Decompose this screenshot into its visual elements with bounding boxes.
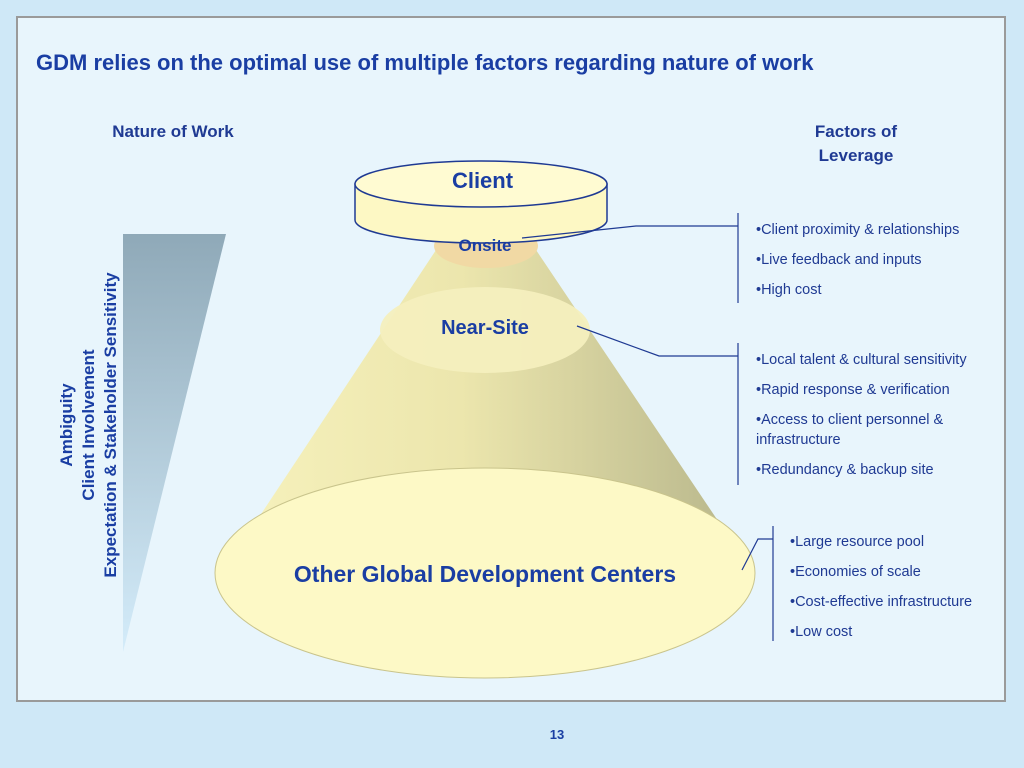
list-item: •Economies of scale <box>790 564 921 580</box>
list-item: •Live feedback and inputs <box>756 252 922 268</box>
list-item: •Rapid response & verification <box>756 382 950 398</box>
onsite-connector <box>521 213 739 303</box>
list-item: •Large resource pool <box>790 534 925 550</box>
other-centers-factors-list: •Large resource pool •Economies of scale… <box>790 532 1020 652</box>
other-centers-ellipse <box>214 467 756 679</box>
nature-of-work-wedge <box>123 234 226 652</box>
nearsite-factors-list: •Local talent & cultural sensitivity •Ra… <box>756 350 1018 490</box>
list-item: •Access to client personnel & infrastruc… <box>756 412 944 448</box>
page-number: 13 <box>549 727 565 742</box>
nearsite-ellipse <box>380 287 590 373</box>
slide-title: GDM relies on the optimal use of multipl… <box>36 50 814 75</box>
list-item: •Client proximity & relationships <box>756 222 960 238</box>
list-item: •High cost <box>756 282 822 298</box>
list-item: •Redundancy & backup site <box>756 462 934 478</box>
client-involvement-label: Client Involvement <box>79 349 98 501</box>
list-item: •Local talent & cultural sensitivity <box>756 352 967 368</box>
other-connector <box>741 526 774 641</box>
client-cylinder <box>354 160 608 244</box>
nearsite-label: Near-Site <box>441 317 529 339</box>
list-item: •Cost-effective infrastructure <box>790 594 973 610</box>
ambiguity-label: Ambiguity <box>57 383 76 467</box>
nature-of-work-header: Nature of Work <box>112 122 234 141</box>
factors-of-leverage-header: Factors of Leverage <box>814 122 898 165</box>
nearsite-connector <box>576 325 739 485</box>
nature-of-work-labels: Ambiguity Client Involvement Expectation… <box>56 235 122 615</box>
client-label: Client <box>451 168 514 193</box>
expectation-sensitivity-label: Expectation & Stakeholder Sensitivity <box>101 272 120 578</box>
onsite-label: Onsite <box>458 236 512 255</box>
other-centers-label: Other Global Development Centers <box>293 561 677 587</box>
list-item: •Low cost <box>790 624 853 640</box>
onsite-factors-list: •Client proximity & relationships •Live … <box>756 220 1018 310</box>
